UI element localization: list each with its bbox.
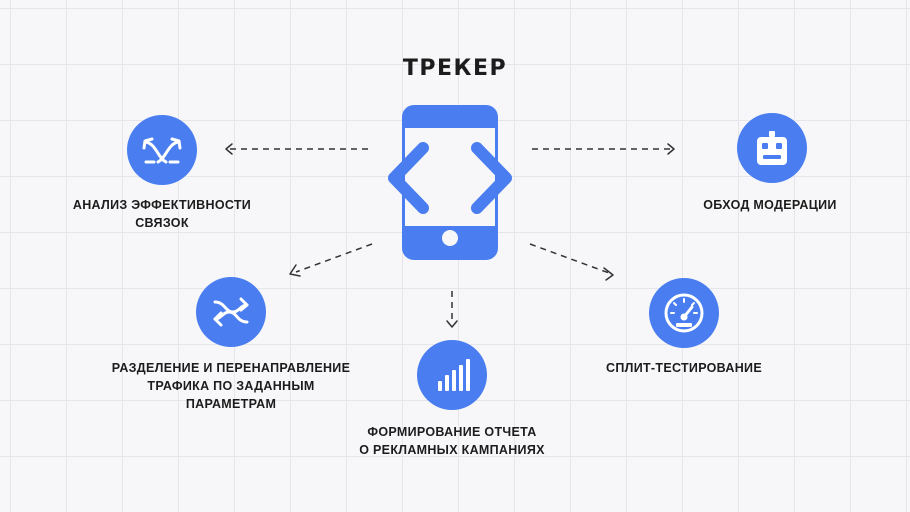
arrowhead-traffic bbox=[289, 264, 301, 277]
arrow-to-traffic bbox=[295, 243, 373, 273]
crossing-arrows-icon bbox=[142, 137, 182, 164]
robot-icon bbox=[757, 131, 787, 165]
swap-arrows-icon bbox=[213, 297, 249, 327]
smartphone-code-icon bbox=[388, 105, 512, 260]
arrow-to-split bbox=[529, 243, 610, 274]
arrowhead-split bbox=[603, 267, 614, 281]
label-report: ФОРМИРОВАНИЕ ОТЧЕТА О РЕКЛАМНЫХ КАМПАНИЯ… bbox=[359, 425, 545, 457]
node-moderation bbox=[737, 113, 807, 183]
arrowhead-analysis bbox=[225, 143, 233, 155]
node-split bbox=[649, 278, 719, 348]
node-analysis bbox=[127, 115, 197, 185]
node-traffic bbox=[196, 277, 266, 347]
label-moderation: ОБХОД МОДЕРАЦИИ bbox=[703, 198, 837, 212]
label-analysis: АНАЛИЗ ЭФФЕКТИВНОСТИ СВЯЗОК bbox=[72, 198, 252, 230]
diagram-title: ТРЕКЕР bbox=[402, 56, 508, 81]
label-traffic: РАЗДЕЛЕНИЕ И ПЕРЕНАПРАВЛЕНИЕ ТРАФИКА ПО … bbox=[111, 361, 351, 411]
label-split: СПЛИТ-ТЕСТИРОВАНИЕ bbox=[606, 361, 762, 375]
bar-chart-icon bbox=[438, 359, 470, 391]
arrowhead-moderation bbox=[667, 143, 675, 155]
node-report bbox=[417, 340, 487, 410]
speedometer-icon bbox=[664, 293, 704, 333]
arrowhead-report bbox=[446, 320, 458, 328]
